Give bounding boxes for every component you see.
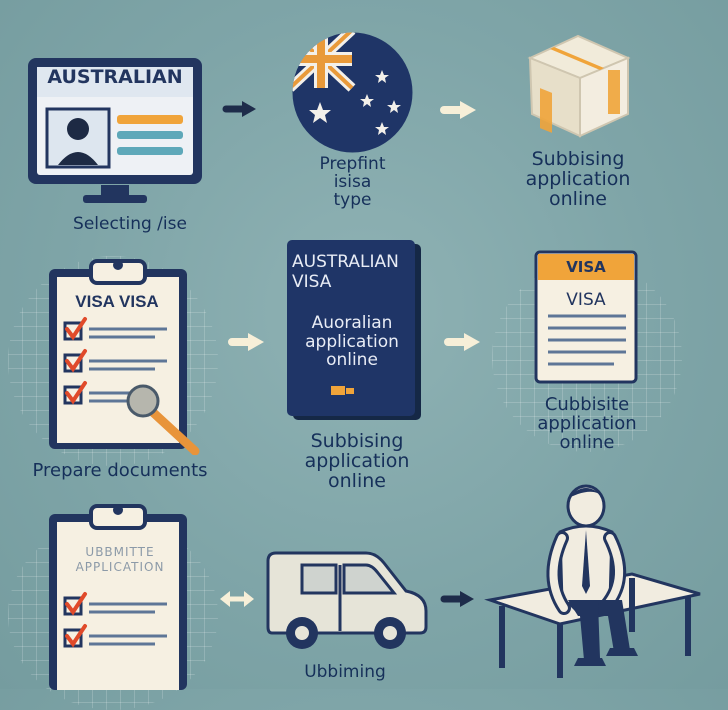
step3-label: Subbising application online <box>488 148 668 210</box>
step5-label: Subbising application online <box>272 430 442 492</box>
arrow-right-icon <box>444 330 484 358</box>
step5-line2: application <box>304 449 410 472</box>
visa-card-title: VISA <box>566 290 606 310</box>
arrow-right-icon <box>228 330 268 358</box>
step3-line2: application <box>525 167 631 190</box>
van-icon <box>262 545 432 655</box>
passport-icon <box>283 238 423 424</box>
seated-person-icon <box>482 482 722 682</box>
visa-card-icon <box>534 250 640 386</box>
passport-title-line2: VISA <box>292 272 332 293</box>
step6-label: Cubbisite application online <box>502 394 672 453</box>
monitor-icon <box>25 55 205 205</box>
step2-line2: isisa <box>333 171 372 192</box>
passport-sub-line1: Auoralian <box>311 313 393 333</box>
arrow-right-icon <box>440 588 478 614</box>
clipboard2-title-line2: APPLICATION <box>75 560 165 574</box>
step2-label: Prepfint isisa type <box>290 154 415 210</box>
step2-line1: Prepfint <box>319 154 386 174</box>
step8-label: Ubbiming <box>304 662 386 682</box>
arrow-right-icon <box>440 98 480 126</box>
step3-line1: Subbising <box>531 148 625 170</box>
step3-line3: online <box>549 187 607 210</box>
passport-subtitle: Auoralian application online <box>292 314 412 370</box>
visa-card-tab: VISA <box>566 258 606 276</box>
step2-line3: type <box>333 189 372 210</box>
step6-line3: online <box>559 431 615 453</box>
clipboard2-title: UBBMITTE APPLICATION <box>60 545 180 575</box>
step6-line1: Cubbisite <box>544 394 630 415</box>
passport-sub-line2: application <box>305 331 399 352</box>
clipboard-title: VISA VISA <box>75 292 159 311</box>
clipboard2-title-line1: UBBMITTE <box>85 545 155 559</box>
step5-line1: Subbising <box>310 430 404 452</box>
parcel-icon <box>520 30 635 142</box>
passport-title: AUSTRALIAN VISA <box>292 252 412 293</box>
step5-line3: online <box>328 469 386 492</box>
australian-flag-icon <box>290 30 415 155</box>
clipboard-checklist-icon <box>45 255 205 456</box>
arrow-left-right-icon <box>218 588 256 614</box>
monitor-title: AUSTRALIAN <box>47 66 183 88</box>
clipboard-checklist-icon <box>45 500 205 690</box>
arrow-right-icon <box>222 98 260 124</box>
step4-label: Prepare documents <box>32 460 208 481</box>
passport-title-line1: AUSTRALIAN <box>292 252 399 272</box>
step6-line2: application <box>537 412 637 434</box>
step1-label: Selecting /ise <box>73 214 187 234</box>
passport-sub-line3: online <box>326 350 378 371</box>
